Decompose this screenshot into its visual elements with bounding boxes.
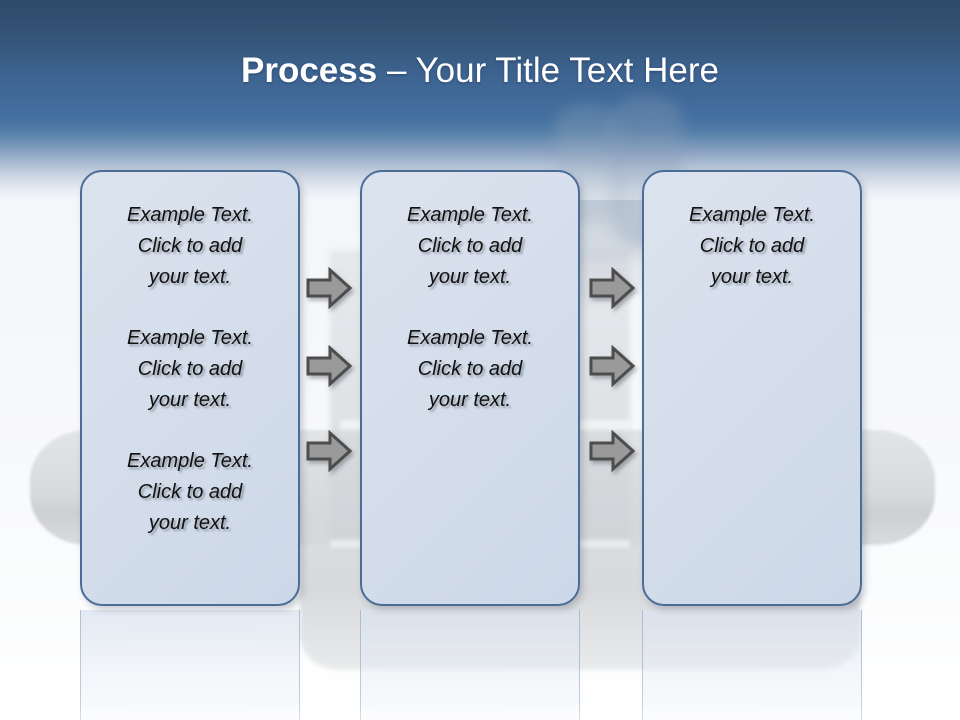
- text-block[interactable]: Example Text. Click to add your text.: [407, 204, 533, 288]
- background-header-gradient: [0, 0, 960, 200]
- process-box-column-1[interactable]: Example Text. Click to add your text. Ex…: [80, 170, 300, 606]
- reflection-column-1: [79, 610, 301, 720]
- right-arrow-icon[interactable]: [589, 345, 635, 387]
- slide-title-strong: Process: [241, 51, 378, 90]
- process-box-column-1-body: Example Text. Click to add your text. Ex…: [82, 200, 298, 539]
- right-arrow-icon[interactable]: [589, 267, 635, 309]
- reflection-column-3: [641, 610, 863, 720]
- process-box-column-2-body: Example Text. Click to add your text. Ex…: [362, 200, 578, 416]
- slide-title-rest: – Your Title Text Here: [377, 51, 719, 90]
- text-block[interactable]: Example Text. Click to add your text.: [127, 204, 253, 288]
- right-arrow-icon[interactable]: [306, 345, 352, 387]
- text-block[interactable]: Example Text. Click to add your text.: [689, 204, 815, 288]
- process-box-column-3[interactable]: Example Text. Click to add your text.: [642, 170, 862, 606]
- text-block[interactable]: Example Text. Click to add your text.: [127, 327, 253, 411]
- process-box-column-2[interactable]: Example Text. Click to add your text. Ex…: [360, 170, 580, 606]
- slide-title: Process – Your Title Text Here: [0, 50, 960, 92]
- right-arrow-icon[interactable]: [306, 267, 352, 309]
- process-box-column-3-body: Example Text. Click to add your text.: [644, 200, 860, 293]
- right-arrow-icon[interactable]: [306, 430, 352, 472]
- reflection-column-2: [359, 610, 581, 720]
- right-arrow-icon[interactable]: [589, 430, 635, 472]
- text-block[interactable]: Example Text. Click to add your text.: [407, 327, 533, 411]
- text-block[interactable]: Example Text. Click to add your text.: [127, 450, 253, 534]
